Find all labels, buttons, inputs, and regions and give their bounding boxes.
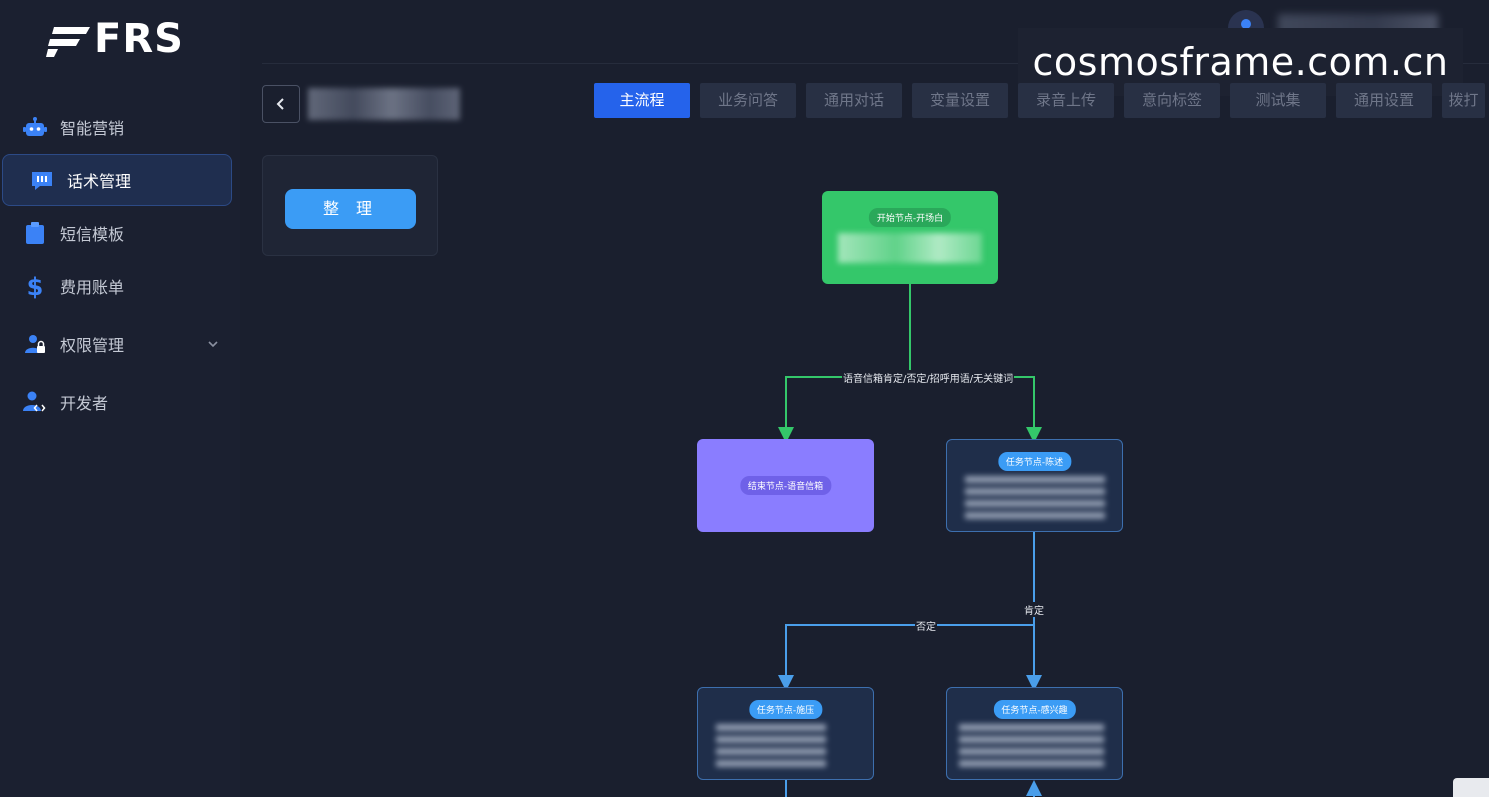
node-content-redacted — [838, 233, 982, 263]
tab-test-set[interactable]: 测试集 — [1230, 83, 1326, 118]
lock-user-icon — [22, 331, 48, 357]
node-content-redacted — [959, 724, 1104, 772]
robot-icon — [22, 114, 48, 140]
script-title-redacted — [308, 88, 460, 120]
flow-node-task-interest[interactable]: 任务节点-感兴趣 — [946, 687, 1123, 780]
sidebar-item-permissions[interactable]: 权限管理 — [2, 318, 232, 370]
node-tag: 任务节点-陈述 — [997, 452, 1072, 471]
tab-dial[interactable]: 拨打 — [1442, 83, 1485, 118]
tab-recording-upload[interactable]: 录音上传 — [1018, 83, 1114, 118]
brand-name: FRS — [94, 16, 184, 62]
sidebar-item-marketing[interactable]: 智能营销 — [2, 101, 232, 153]
edge-label-negate: 否定 — [915, 618, 937, 633]
node-content-redacted — [716, 724, 826, 772]
edge-start-to-branches — [778, 284, 1042, 443]
tab-intent-tags[interactable]: 意向标签 — [1124, 83, 1220, 118]
dollar-icon: $ — [22, 273, 48, 299]
developer-icon — [22, 389, 48, 415]
chevron-down-icon[interactable] — [206, 336, 220, 350]
sidebar-item-label: 话术管理 — [67, 172, 132, 191]
header-divider — [262, 63, 1489, 64]
node-tag: 任务节点-施压 — [748, 700, 823, 719]
sidebar-item-developer[interactable]: 开发者 — [2, 376, 232, 428]
sidebar-item-script-management[interactable]: 话术管理 — [2, 154, 232, 206]
tab-general-dialog[interactable]: 通用对话 — [806, 83, 902, 118]
tab-business-qa[interactable]: 业务问答 — [700, 83, 796, 118]
sidebar-item-label: 智能营销 — [60, 119, 125, 138]
tidy-button[interactable]: 整 理 — [285, 189, 416, 229]
sidebar-item-billing[interactable]: $ 费用账单 — [2, 260, 232, 312]
zoom-control[interactable] — [1453, 778, 1489, 797]
brand-logo[interactable]: FRS — [46, 16, 184, 62]
flow-node-task-pressure[interactable]: 任务节点-施压 — [697, 687, 874, 780]
logo-mark-icon — [46, 19, 92, 59]
edge-label-affirm: 肯定 — [1023, 602, 1045, 617]
sidebar-item-label: 开发者 — [60, 394, 109, 413]
flow-node-task-statement[interactable]: 任务节点-陈述 — [946, 439, 1123, 532]
tab-variable-settings[interactable]: 变量设置 — [912, 83, 1008, 118]
sidebar-item-label: 权限管理 — [60, 336, 125, 355]
node-tag: 结束节点-语音信箱 — [739, 476, 832, 495]
tab-main-flow[interactable]: 主流程 — [594, 83, 690, 118]
tab-general-settings[interactable]: 通用设置 — [1336, 83, 1432, 118]
node-tag: 开始节点-开场白 — [868, 208, 952, 227]
flow-node-end-voicemail[interactable]: 结束节点-语音信箱 — [697, 439, 874, 532]
sidebar: FRS 智能营销 — [0, 0, 240, 797]
svg-text:$: $ — [27, 273, 44, 299]
clipboard-icon — [22, 220, 48, 246]
chat-icon — [29, 167, 55, 193]
tab-bar: 主流程 业务问答 通用对话 变量设置 录音上传 意向标签 测试集 通用设置 拨打 — [594, 83, 1485, 118]
flow-node-start[interactable]: 开始节点-开场白 — [822, 191, 998, 284]
sidebar-item-sms-templates[interactable]: 短信模板 — [2, 207, 232, 259]
sidebar-item-label: 费用账单 — [60, 278, 125, 297]
sidebar-item-label: 短信模板 — [60, 225, 125, 244]
node-tag: 任务节点-感兴趣 — [993, 700, 1076, 719]
tools-panel: 整 理 — [262, 155, 438, 256]
back-button[interactable] — [262, 85, 300, 123]
node-content-redacted — [965, 476, 1105, 524]
chevron-left-icon — [276, 98, 284, 110]
edge-label-start-branch: 语音信箱肯定/否定/招呼用语/无关键词 — [842, 370, 1015, 385]
